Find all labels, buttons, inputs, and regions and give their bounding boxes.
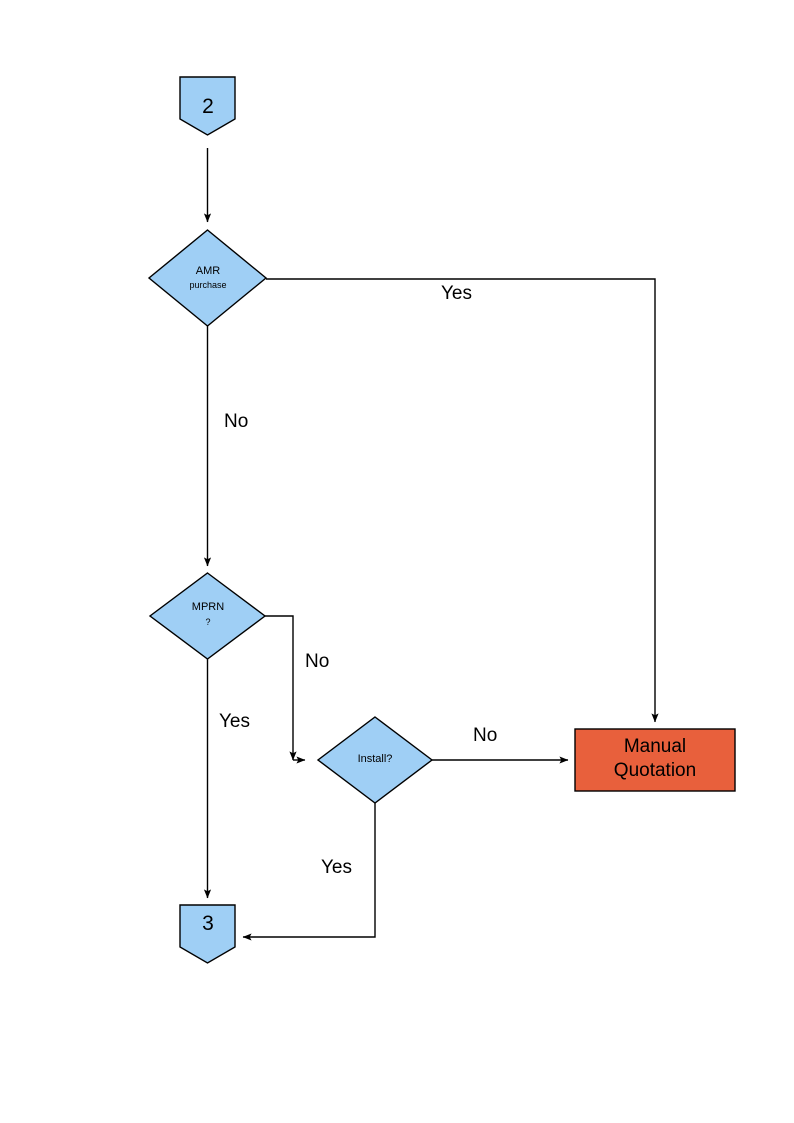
edge-label-amr-yes: Yes [441, 283, 472, 304]
node-amr-purchase-decision[interactable] [147, 229, 268, 327]
edge-label-amr-no: No [224, 411, 249, 432]
node-install-decision[interactable] [316, 716, 434, 804]
edge-label-install-yes: Yes [321, 857, 352, 878]
node-start-connector[interactable] [179, 76, 236, 136]
edge-label-install-no: No [473, 725, 498, 746]
edge-label-mprn-no: No [305, 651, 330, 672]
node-manual-quotation-process[interactable] [574, 728, 736, 792]
edge-amr-yes-to-manual [266, 278, 659, 723]
node-mprn-decision[interactable] [148, 572, 267, 660]
edge-install-yes-to-end [242, 802, 376, 941]
node-end-connector[interactable] [179, 904, 236, 964]
edge-label-mprn-yes: Yes [219, 711, 250, 732]
edge-mprn-no-to-install [265, 615, 306, 764]
